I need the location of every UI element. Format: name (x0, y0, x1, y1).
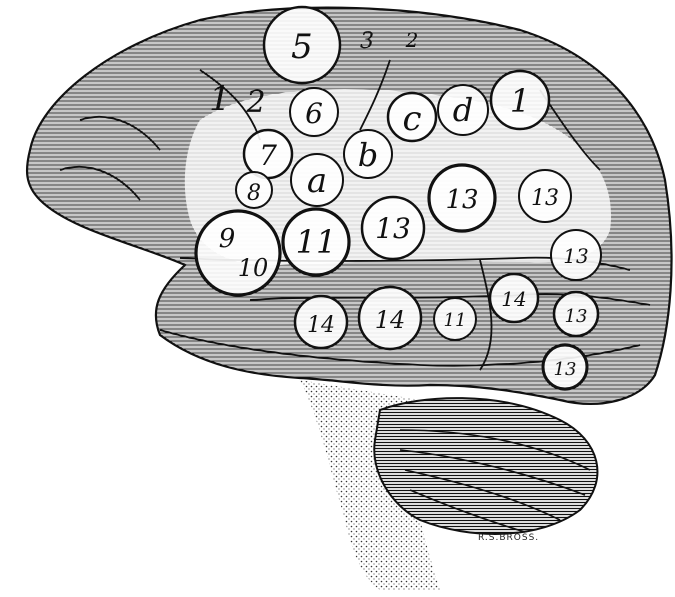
free-label: 3 (360, 29, 374, 54)
marker-label: 10 (238, 254, 269, 282)
marker-label: 8 (247, 181, 261, 206)
marker-label: 5 (291, 27, 313, 67)
marker-label: 6 (305, 97, 323, 130)
marker-label: 1 (510, 82, 530, 120)
marker-label: 13 (565, 306, 588, 327)
cerebellum (374, 398, 597, 534)
marker-label: c (402, 99, 421, 139)
marker-circle (196, 211, 280, 295)
marker-label: 13 (375, 212, 411, 245)
marker-label: a (307, 161, 327, 201)
marker-label: 14 (307, 313, 335, 338)
marker-label: 7 (259, 139, 277, 172)
marker-label: 11 (296, 223, 337, 261)
marker-label: 13 (445, 185, 478, 215)
marker-label: 13 (554, 359, 577, 380)
marker-label: 13 (531, 186, 559, 211)
free-label: 2 (405, 28, 419, 52)
artist-signature: R.S.BROSS. (478, 533, 539, 543)
marker-label: 9 (219, 224, 236, 254)
marker-label: 13 (563, 244, 588, 268)
free-label: 2 (245, 85, 265, 120)
marker-label: b (358, 136, 378, 174)
marker-label: 11 (444, 310, 467, 331)
marker-label: 14 (375, 306, 406, 334)
marker-label: 14 (501, 287, 526, 311)
marker-label: d (453, 91, 473, 129)
free-label: 1 (209, 79, 231, 119)
